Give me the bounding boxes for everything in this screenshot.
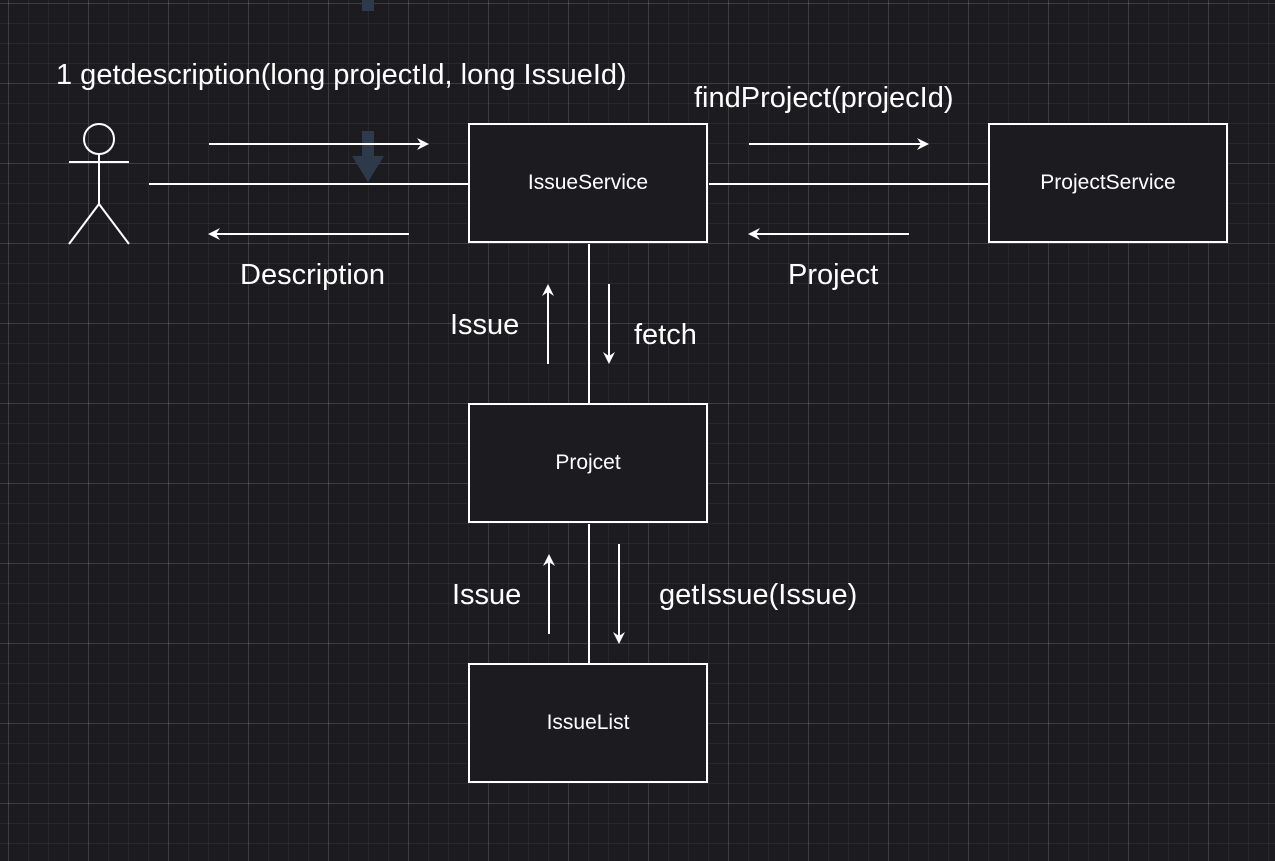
project-node[interactable]: Projcet (468, 403, 708, 523)
stick-figure-actor-icon[interactable] (68, 123, 130, 245)
fetch-message[interactable]: fetch (634, 319, 697, 351)
description-message[interactable]: Description (240, 259, 386, 291)
project-label: Projcet (555, 451, 621, 474)
issue-list-label: IssueList (546, 711, 630, 734)
project-service-node[interactable]: ProjectService (988, 123, 1228, 243)
get-description-message[interactable]: 1 getdescription(long projectId, long Is… (56, 59, 627, 91)
issue-service-label: IssueService (527, 171, 649, 194)
find-project-message[interactable]: findProject(projecId) (694, 82, 954, 114)
ghost-down-arrow-icon (352, 131, 384, 182)
project-service-label: ProjectService (1040, 171, 1176, 194)
ghost-top-arrow-icon (362, 0, 374, 11)
issue-list-node[interactable]: IssueList (468, 663, 708, 783)
issue-from-project-message[interactable]: Issue (450, 309, 520, 341)
issue-service-node[interactable]: IssueService (468, 123, 708, 243)
get-issue-message[interactable]: getIssue(Issue) (659, 579, 858, 611)
project-return-message[interactable]: Project (788, 259, 879, 291)
issue-from-list-message[interactable]: Issue (452, 579, 522, 611)
